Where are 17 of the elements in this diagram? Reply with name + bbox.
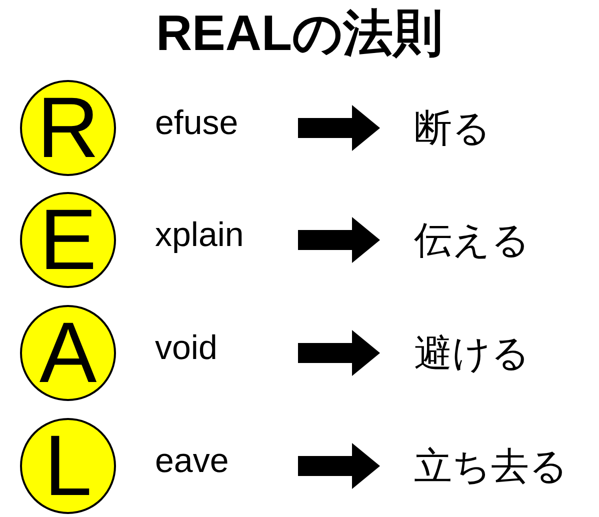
letter-circle: E — [20, 192, 116, 288]
word-text: void — [155, 323, 304, 373]
meaning-text: 立ち去る — [380, 438, 595, 494]
title: REALの法則 — [156, 8, 444, 58]
letter-circle: A — [20, 305, 116, 401]
arrow — [298, 330, 380, 376]
letter-circle: R — [20, 80, 116, 176]
meaning-text: 避ける — [380, 325, 595, 381]
meaning-text: 断る — [380, 100, 595, 156]
arrow — [298, 217, 380, 263]
word-text: efuse — [155, 98, 304, 148]
meaning-text: 伝える — [380, 212, 595, 268]
word-text: eave — [155, 436, 304, 486]
arrow — [298, 105, 380, 151]
word-text: xplain — [155, 210, 304, 260]
letter-circle: L — [20, 418, 116, 514]
arrow — [298, 443, 380, 489]
